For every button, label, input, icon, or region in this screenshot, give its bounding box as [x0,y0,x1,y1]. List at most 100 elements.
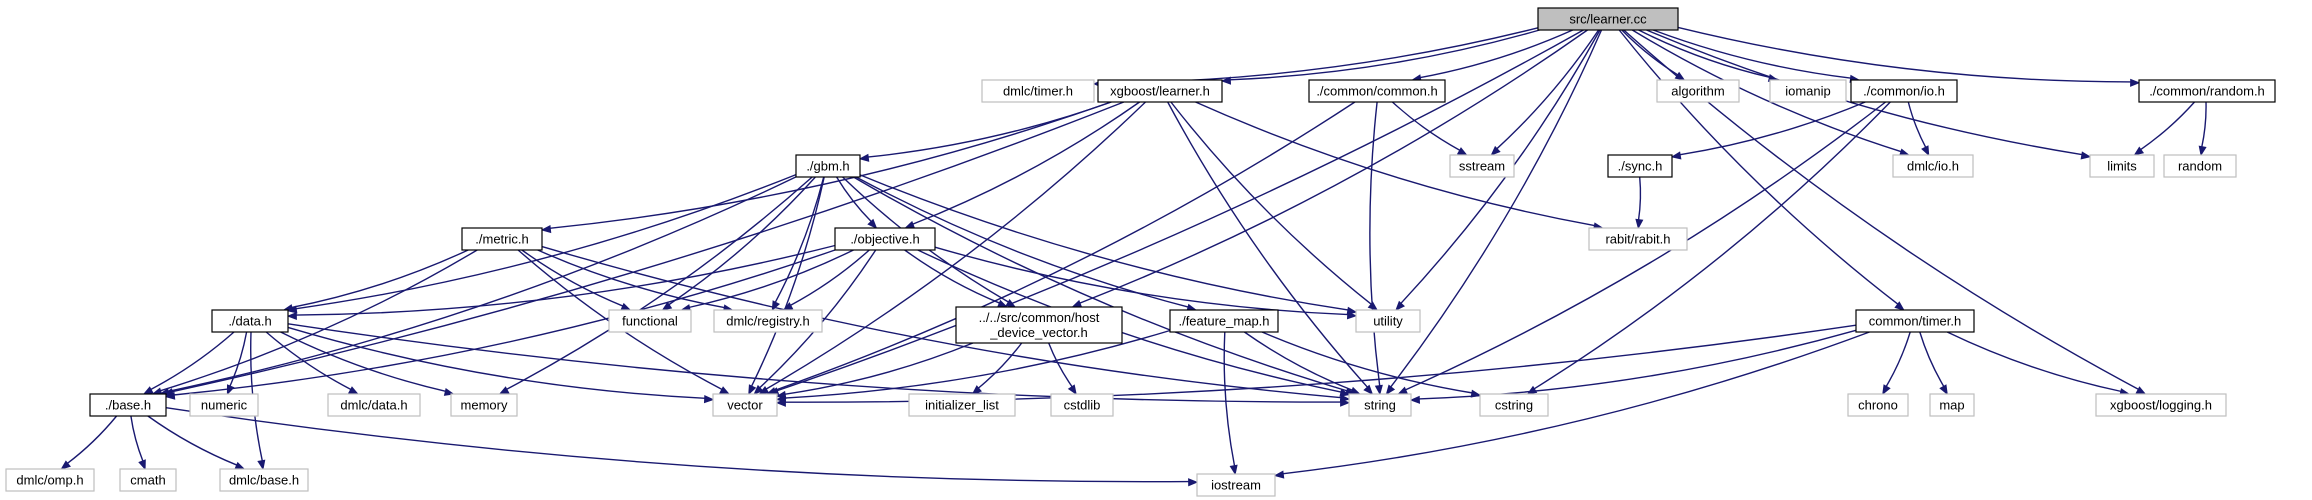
edge-line [290,249,469,309]
node-box [713,309,823,333]
edge-line [167,176,797,393]
edge-arrowhead [226,384,235,396]
node-feature-map[interactable]: ./feature_map.h [1169,309,1279,333]
node-objective[interactable]: ./objective.h [834,227,936,251]
edge-arrowhead [2133,146,2145,156]
node-box [211,309,289,333]
node-learner-cc[interactable]: src/learner.cc [1537,7,1679,31]
edge-line [1419,29,1573,79]
edge-line [537,249,726,309]
edge-line [1885,331,1911,388]
edge-objective-to-hdv [904,249,1009,308]
edge-feature_map-to-cstring [1261,331,1482,398]
node-box [1855,309,1975,333]
node-metric[interactable]: ./metric.h [461,227,543,251]
edge-xgb_learner-to-base [162,101,1125,397]
node-box [119,468,177,492]
edge-line [265,331,352,391]
edge-arrowhead [1067,384,1077,396]
node-label: dmlc/data.h [340,398,407,413]
edge-line [1533,101,1891,390]
edge-arrowhead [1385,384,1396,396]
edge-metric-to-data [282,249,469,313]
node-data[interactable]: ./data.h [211,309,289,333]
edge-line [1167,101,1369,389]
edge-line [1282,331,1870,475]
edge-line [1631,29,1902,153]
edge-base-to-dmlc_omp [60,415,118,470]
node-iostream: iostream [1196,473,1276,497]
node-box [1656,79,1740,103]
node-cstring: cstring [1479,393,1549,417]
edge-line [1907,101,1927,149]
edge-line [853,176,1348,392]
edge-line [977,342,1023,390]
node-box [450,393,518,417]
node-label: ./common/random.h [2149,84,2265,99]
node-limits: limits [2089,154,2155,178]
edge-line [1101,27,1539,84]
edge-xgb_learner-to-string [1167,101,1374,396]
node-box [1769,79,1847,103]
node-common-common[interactable]: ./common/common.h [1308,79,1446,103]
node-box [1348,393,1412,417]
edge-arrowhead [997,299,1009,308]
edge-base-to-cmath [130,415,146,471]
node-box [2163,154,2237,178]
node-common-io[interactable]: ./common/io.h [1850,79,1958,103]
edge-arrowhead [234,461,246,470]
node-common-random[interactable]: ./common/random.h [2138,79,2276,103]
edge-line [1418,329,1857,400]
node-label: dmlc/base.h [229,473,299,488]
node-base[interactable]: ./base.h [89,393,167,417]
edge-arrowhead [703,395,715,404]
edge-line [1391,101,1461,152]
edge-line [1369,101,1381,387]
edge-data-to-vector [287,326,715,404]
edge-arrowhead [661,301,673,311]
node-label: common/timer.h [1869,314,1961,329]
node-timer-h: dmlc/timer.h [981,79,1095,103]
edge-line [750,176,825,388]
edge-line [1389,29,1603,388]
node-box [2089,154,2155,178]
edge-line [1679,101,1866,156]
edge-arrowhead [2198,145,2207,157]
edge-gbm-to-functional [661,176,816,311]
node-gbm[interactable]: ./gbm.h [795,154,861,178]
edge-arrowhead [1882,384,1891,396]
node-cstdlib: cstdlib [1050,393,1114,417]
node-xgb-learner[interactable]: xgboost/learner.h [1097,79,1223,103]
edge-objective-to-data [286,244,836,321]
node-hdv[interactable]: ../../src/common/host_device_vector.h [955,306,1123,344]
edge-arrowhead [540,225,552,234]
node-numeric: numeric [189,393,259,417]
edge-arrowhead [1670,151,1682,160]
node-label: rabit/rabit.h [1605,232,1670,247]
edge-arrowhead [753,384,764,395]
edge-arrowhead [1939,384,1948,396]
node-box [1169,309,1279,333]
node-label: ../../src/common/host [979,310,1100,325]
node-label: algorithm [1671,84,1724,99]
edge-arrowhead [1273,470,1285,479]
edge-arrowhead [1346,311,1358,320]
node-box [219,468,309,492]
node-box [834,227,936,251]
node-box [327,393,421,417]
node-common-timer[interactable]: common/timer.h [1855,309,1975,333]
node-box [2138,79,2276,103]
edge-line [521,249,624,307]
edge-line [1618,29,1899,306]
node-box [955,306,1123,344]
edge-arrowhead [1921,145,1930,157]
edge-line [859,174,1349,311]
edge-arrowhead [1363,384,1374,396]
node-box [89,393,167,417]
node-label: limits [2107,159,2137,174]
edge-line [1078,29,1588,305]
node-sync[interactable]: ./sync.h [1607,154,1673,178]
edge-objective-to-string [917,249,1351,397]
edge-arrowhead [1340,398,1351,407]
